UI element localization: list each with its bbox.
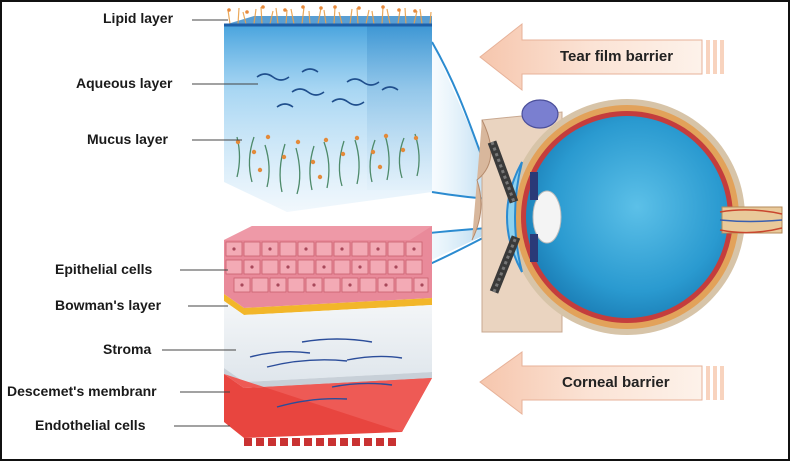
- corneal-barrier-label: Corneal barrier: [562, 374, 670, 391]
- label-endothelial-cells: Endothelial cells: [35, 417, 146, 433]
- tear-film-barrier-label: Tear film barrier: [560, 48, 674, 65]
- cornea-block: [224, 226, 432, 446]
- label-lipid-layer: Lipid layer: [103, 10, 174, 26]
- label-stroma: Stroma: [103, 341, 152, 357]
- lacrimal-gland: [521, 99, 559, 129]
- label-mucus-layer: Mucus layer: [87, 131, 168, 147]
- tear-film-block: [224, 5, 432, 212]
- label-epithelial-cells: Epithelial cells: [55, 261, 153, 277]
- corneal-barrier-arrow: [479, 351, 724, 416]
- label-descemets-membrane: Descemet's membranr: [7, 383, 157, 399]
- leader-lines: [162, 19, 258, 427]
- label-bowmans-layer: Bowman's layer: [55, 297, 162, 313]
- tear-film-arrow: [479, 22, 724, 92]
- label-aqueous-layer: Aqueous layer: [76, 75, 173, 91]
- eye-cross-section: [471, 99, 783, 335]
